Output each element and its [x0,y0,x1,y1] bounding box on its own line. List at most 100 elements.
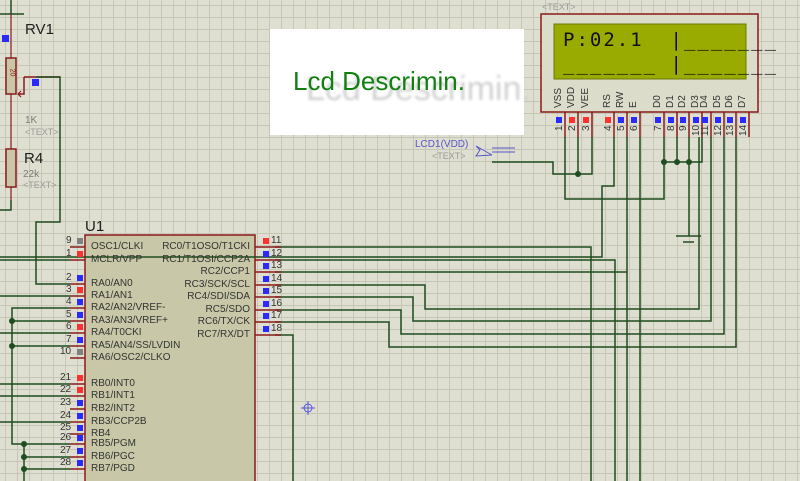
lcd-pin-number: 9 [678,125,689,131]
u1-pin-name: RB1/INT1 [91,390,135,401]
lcd-pin-state-indicator [631,117,637,123]
rv1-wiper-label: 20 [8,68,16,77]
u1-pin-name: OSC1/CLKI [91,241,144,252]
lcd-pin-number: 14 [738,124,749,136]
u1-pin-number: 9 [66,235,72,246]
u1-pin-number: 23 [60,397,72,408]
u1-pin-number: 22 [60,384,72,395]
u1-pin-number: 25 [60,422,72,433]
u1-pin-state-indicator [77,251,83,257]
u1-pin-number: 15 [271,285,283,296]
u1-pin-name: RA1/AN1 [91,290,133,301]
lcd-pin-name: RS [602,94,613,108]
lcd-power-label: LCD1(VDD) [415,139,469,150]
u1-pin-state-indicator [263,263,269,269]
u1-pin-state-indicator [263,238,269,244]
u1-pin-name: RA3/AN3/VREF+ [91,315,168,326]
lcd-power-text-placeholder: <TEXT> [432,151,466,161]
r4-resistor[interactable] [0,148,17,211]
lcd-pin-name: VDD [566,86,577,108]
r4-value-label: 22k [23,169,40,180]
u1-pin-state-indicator [77,299,83,305]
u1-pin-name: RA0/AN0 [91,278,133,289]
u1-pin-number: 13 [271,260,283,271]
u1-pin-name: RA5/AN4/SS/LVDIN [91,340,181,351]
lcd-pin-name: VEE [580,87,591,108]
u1-pin-state-indicator [77,425,83,431]
r4-text-placeholder: <TEXT> [23,180,57,190]
lcd-line-1: P:02.1 |_______ [563,29,779,51]
u1-pin-state-indicator [77,324,83,330]
u1-pin-number: 6 [66,321,72,332]
note-label[interactable]: Lcd Descrimin. [293,66,465,96]
lcd-pin-number: 13 [725,124,736,136]
crosshair-cursor-icon [301,401,315,415]
u1-pin-state-indicator [77,460,83,466]
lcd-pin-name: D2 [677,95,688,108]
lcd-pin-name: D4 [699,95,710,108]
u1-pin-number: 27 [60,445,72,456]
lcd-pin-state-indicator [680,117,686,123]
lcd-pin-state-indicator [583,117,589,123]
u1-pin-name: RA6/OSC2/CLKO [91,352,171,363]
lcd-pin-state-indicator [655,117,661,123]
u1-pin-name: RC5/SDO [205,304,250,315]
u1-pin-number: 24 [60,410,72,421]
lcd-pin-number: 1 [554,125,565,131]
lcd-pin-number: 5 [616,125,627,131]
u1-pin-state-indicator [263,288,269,294]
u1-pin-state-indicator [77,312,83,318]
lcd-pin-number: 8 [666,125,677,131]
pin-layer [70,112,750,470]
u1-pin-name: RC2/CCP1 [200,266,250,277]
u1-pin-state-indicator [263,301,269,307]
lcd-pin-state-indicator [618,117,624,123]
u1-pin-name: RB7/PGD [91,463,135,474]
lcd-pin-state-indicator [727,117,733,123]
lcd-pin-number: 3 [581,125,592,131]
lcd-pin-name: D7 [737,95,748,108]
lcd-display[interactable] [540,13,759,113]
u1-pin-state-indicator [77,435,83,441]
u1-pin-state-indicator [77,275,83,281]
lcd-vdd-terminal[interactable] [475,145,515,157]
lcd-pin-number: 6 [629,125,640,131]
note-text-box[interactable] [270,29,524,135]
lcd-pin-name: D6 [724,95,735,108]
u1-pin-number: 10 [60,346,72,357]
u1-pin-number: 7 [66,334,72,345]
u1-pin-state-indicator [263,326,269,332]
u1-pin-state-indicator [77,349,83,355]
u1-pin-number: 2 [66,272,72,283]
u1-pin-name: RC1/T1OSI/CCP2A [162,254,250,265]
wire-layer [0,137,737,481]
u1-pin-state-indicator [77,238,83,244]
lcd-pin-name: D0 [652,95,663,108]
u1-pin-number: 1 [66,248,72,259]
rv1-text-placeholder: <TEXT> [25,127,59,137]
u1-pin-number: 17 [271,310,283,321]
lcd-pin-name: E [628,101,639,108]
rv1-ref-label: RV1 [25,21,54,38]
lcd-pin-state-indicator [693,117,699,123]
lcd-pin-name: RW [615,91,626,108]
u1-pin-name: RC6/TX/CK [197,316,250,327]
u1-pin-state-indicator [77,337,83,343]
lcd-pin-name: VSS [553,87,564,108]
ground-symbol-top [0,0,24,15]
u1-pin-number: 14 [271,273,283,284]
u1-pin-name: RC0/T1OSO/T1CKI [162,241,250,252]
u1-pin-state-indicator [263,251,269,257]
u1-pin-name: MCLR/VPP [91,254,143,265]
u1-pin-number: 26 [60,432,72,443]
u1-pin-name: RB3/CCP2B [91,416,147,427]
u1-pin-state-indicator [77,400,83,406]
lcd-pin-state-indicator [740,117,746,123]
lcd-pin-number: 7 [653,125,664,131]
rv1-potentiometer[interactable] [5,14,60,150]
lcd-pin-number: 12 [713,124,724,136]
u1-pin-state-indicator [77,387,83,393]
rv1-pin-state-indicator [2,35,9,42]
u1-body[interactable] [84,234,256,481]
